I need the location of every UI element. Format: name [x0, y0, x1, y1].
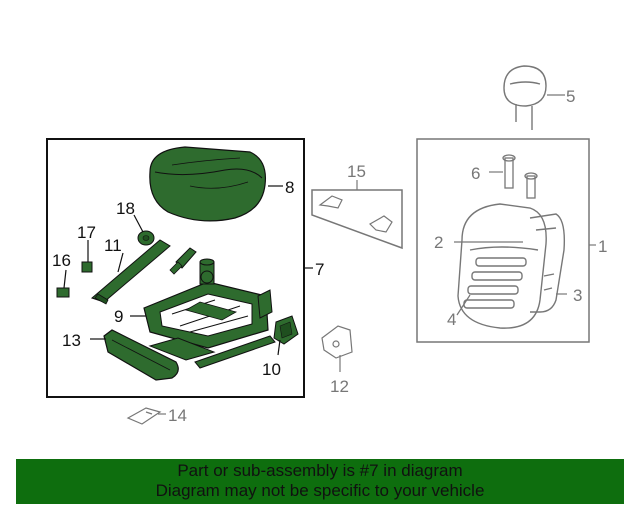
callout-5: 5: [566, 87, 575, 106]
assembly-7-box: [46, 138, 305, 398]
callout-12: 12: [330, 377, 349, 396]
callout-7: 7: [315, 260, 324, 279]
leader-lines: [63, 185, 313, 356]
part-15-panel: [311, 189, 403, 250]
seat-cushion-part-8[interactable]: [149, 146, 267, 222]
callout-11: 11: [104, 236, 122, 255]
banner-line-1: Part or sub-assembly is #7 in diagram: [177, 461, 463, 480]
callout-4: 4: [447, 310, 456, 329]
callout-3: 3: [573, 286, 582, 305]
callout-8: 8: [285, 178, 294, 197]
callout-18: 18: [116, 199, 135, 218]
callout-10: 10: [262, 360, 281, 379]
seat-back-part-4[interactable]: [457, 203, 547, 329]
leader-lines-grey: [158, 94, 596, 415]
callout-14: 14: [168, 406, 187, 425]
callout-16: 16: [52, 251, 71, 270]
back-cover-part-3[interactable]: [529, 213, 566, 313]
callout-6: 6: [471, 164, 480, 183]
callout-2: 2: [434, 233, 443, 252]
headrest-part-5[interactable]: [503, 65, 547, 130]
callout-15: 15: [347, 162, 366, 181]
guides-part-6[interactable]: [502, 154, 538, 199]
bracket-part-12[interactable]: [321, 325, 353, 372]
banner-line-2: Diagram may not be specific to your vehi…: [155, 481, 485, 500]
block-part-17[interactable]: [81, 261, 93, 273]
cover-part-10[interactable]: [273, 315, 299, 345]
callout-13: 13: [62, 331, 81, 350]
note-banner: Part or sub-assembly is #7 in diagram Di…: [16, 459, 624, 504]
callout-17: 17: [77, 223, 96, 242]
rail-part-11[interactable]: [91, 239, 171, 305]
callout-1: 1: [598, 237, 607, 256]
trim-part-13[interactable]: [103, 329, 179, 381]
assembly-1-box: [416, 138, 590, 343]
clip-part-18[interactable]: [137, 230, 155, 246]
callout-9: 9: [114, 307, 123, 326]
block-part-16[interactable]: [56, 287, 70, 298]
bracket-upper[interactable]: [169, 247, 197, 275]
clip-part-14[interactable]: [126, 407, 162, 425]
seat-frame-part-9[interactable]: [143, 258, 276, 369]
part-15-shapes: [318, 195, 393, 233]
